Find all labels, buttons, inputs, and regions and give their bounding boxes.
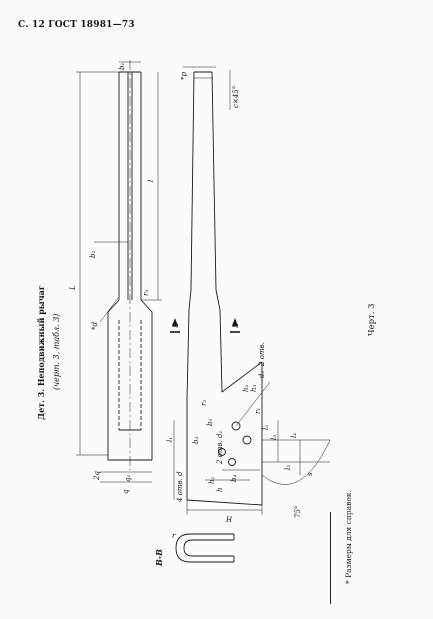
dim-section-B-left: В	[172, 323, 180, 329]
dim-q: q	[122, 489, 130, 494]
dim-h1: h₁	[208, 476, 216, 484]
dim-b2: b₂	[89, 251, 97, 258]
dim-2q: 2q	[93, 471, 101, 481]
dim-b1: b₁	[118, 63, 126, 70]
dim-4-holes-d: 4 отв. d	[176, 471, 184, 503]
dim-d-star: *d	[91, 322, 99, 331]
figure-label: Черт. 3	[367, 303, 377, 336]
dim-H: H	[225, 516, 233, 524]
dim-b5: b₅	[206, 419, 214, 426]
dim-2-holes-d1: 2 отв. d₁	[216, 430, 224, 465]
dim-r2: r₂	[200, 400, 208, 406]
page-header: С. 12 ГОСТ 18981—73	[18, 20, 135, 30]
dim-angle-75: 75°	[294, 506, 302, 518]
dim-l: l	[147, 180, 155, 182]
dim-l5: l₅	[284, 465, 292, 470]
section-label-BB: В-В	[154, 549, 164, 567]
dim-h3: h₃	[250, 384, 258, 392]
dim-b4: b₄	[230, 475, 238, 482]
dim-c45: c×45°	[232, 86, 240, 108]
dim-b3: b₃	[192, 437, 200, 444]
dim-s: s	[306, 472, 314, 476]
dim-h2: h₂	[242, 384, 250, 392]
dim-r3: r₃	[142, 290, 150, 296]
dim-r1: r₁	[254, 408, 262, 414]
dim-l4: l₄	[290, 433, 298, 438]
dim-q1: q₁	[124, 475, 132, 482]
dim-p-star: *p	[180, 72, 188, 81]
dim-l2: l₂	[262, 425, 270, 430]
dim-h: h	[216, 487, 224, 492]
dim-2-holes-d2: 2 отв.	[258, 342, 266, 367]
dim-d2: d₂	[258, 371, 266, 378]
dim-section-B-right: В	[232, 323, 240, 329]
footnote: * Размеры для справок.	[344, 490, 353, 584]
dim-L: L	[69, 285, 77, 291]
dim-l3: l₃	[270, 435, 278, 440]
dim-r: r	[172, 532, 176, 540]
footnote-rule	[330, 512, 331, 604]
dim-l1: l₁	[166, 437, 174, 442]
